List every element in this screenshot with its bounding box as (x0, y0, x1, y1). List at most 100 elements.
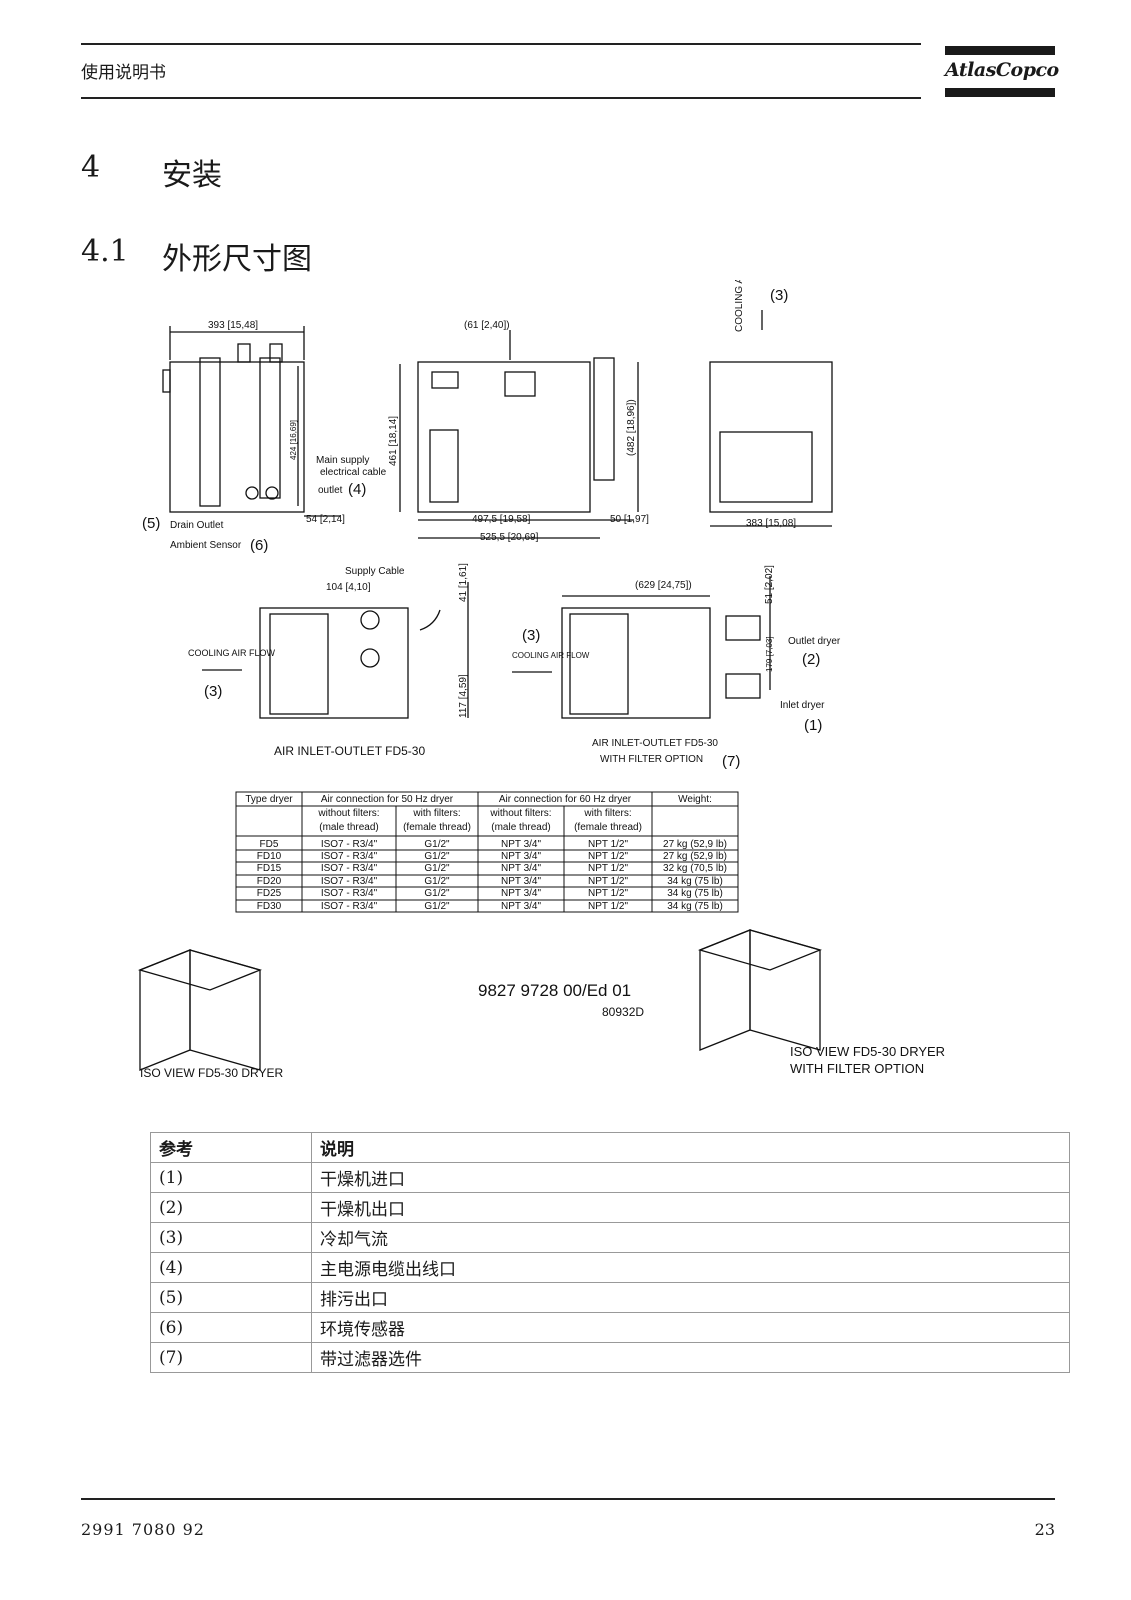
iso-right-side (699, 929, 751, 1051)
logo-top-bar (945, 46, 1055, 55)
header-title: 使用说明书 (81, 63, 166, 83)
side-logo-plate (431, 371, 459, 389)
table-row: (5)排污出口 (150, 1282, 1070, 1313)
spec-table-cell: NPT 3/4" (501, 863, 541, 874)
legend-desc: 带过滤器选件 (311, 1342, 1070, 1373)
inlet-dryer-label: Inlet dryer (780, 700, 825, 711)
iso-view-filter-label-1: ISO VIEW FD5-30 DRYER (790, 1044, 945, 1059)
dim-5255: 525,5 [20,69] (480, 532, 539, 543)
spec-header-cell: Air connection for 50 Hz dryer (321, 794, 454, 805)
ambient-sensor-label: Ambient Sensor (170, 540, 242, 551)
front-connector-2 (269, 343, 283, 363)
dim-482: (482 [18,96]) (626, 399, 637, 456)
dim-104: 104 [4,10] (326, 582, 371, 593)
legend-desc: 环境传感器 (311, 1312, 1070, 1343)
air-inlet-outlet-filter-1: AIR INLET-OUTLET FD5-30 (592, 738, 718, 749)
front-view-body (169, 361, 305, 513)
spec-subheader-cell: (female thread) (574, 822, 642, 833)
legend-desc: 干燥机进口 (311, 1162, 1070, 1193)
drain-outlet-label: Drain Outlet (170, 520, 224, 531)
iso-view-filter-label-2: WITH FILTER OPTION (790, 1061, 924, 1076)
legend-ref: (3) (150, 1222, 312, 1253)
legend-ref: (4) (150, 1252, 312, 1283)
footer-page-number: 23 (1034, 1520, 1055, 1539)
dim-50: 50 [1,97] (610, 514, 649, 525)
dim-54: 54 [2,14] (306, 514, 345, 525)
spec-table-cell: 27 kg (52,9 lb) (663, 839, 727, 850)
top-port-1 (360, 610, 380, 630)
spec-subheader-cell: with filters: (583, 808, 631, 819)
legend-desc: 冷却气流 (311, 1222, 1070, 1253)
outlet-label: outlet (318, 485, 343, 496)
spec-table-cell: 32 kg (70,5 lb) (663, 863, 727, 874)
inlet-dryer-port (725, 673, 761, 699)
ref3-left: (3) (204, 683, 222, 700)
legend-table: 参考 说明 (1)干燥机进口 (2)干燥机出口 (3)冷却气流 (4)主电源电缆… (150, 1132, 1070, 1373)
spec-table-cell: FD20 (257, 876, 282, 887)
dim-179: 179 [7,03] (765, 636, 774, 672)
ref5-label: (5) (142, 515, 160, 532)
spec-table-cell: 34 kg (75 lb) (667, 888, 723, 899)
spec-table-cell: ISO7 - R3/4" (321, 863, 378, 874)
section-title: 安装 (162, 158, 222, 193)
header-top-rule (81, 43, 921, 45)
legend-ref: (5) (150, 1282, 312, 1313)
ambient-sensor-port (265, 486, 279, 500)
iso-right-top (697, 929, 823, 971)
logo-bottom-bar (945, 88, 1055, 97)
spec-table-cell: 34 kg (75 lb) (667, 901, 723, 912)
side-view-panel (504, 371, 536, 397)
iso-left-side (139, 949, 191, 1071)
ref4-label: (4) (348, 481, 366, 498)
top-view-grille (269, 613, 329, 715)
iso-view-label: ISO VIEW FD5-30 DRYER (140, 1066, 283, 1080)
legend-ref: (1) (150, 1162, 312, 1193)
spec-table-cell: FD5 (260, 839, 279, 850)
side-filter (593, 357, 615, 481)
dimension-drawing-svg: COOLING AIR FLOW (3) 393 [15,48] (61 [2,… (137, 280, 945, 1080)
legend-ref: (6) (150, 1312, 312, 1343)
spec-table-cell: NPT 3/4" (501, 901, 541, 912)
ref2-label: (2) (802, 651, 820, 668)
rear-view-body (709, 361, 833, 513)
dim-383: 383 [15,08] (746, 518, 796, 529)
dim-41: 41 [1,61] (458, 563, 469, 602)
legend-desc: 主电源电缆出线口 (311, 1252, 1070, 1283)
ref6-label: (6) (250, 537, 268, 554)
spec-table-cell: NPT 3/4" (501, 839, 541, 850)
doc-number-label: 9827 9728 00/Ed 01 (478, 981, 631, 1000)
logo-text: AtlasCopco (945, 59, 1059, 81)
header-bottom-rule (81, 97, 921, 99)
top-port-2 (360, 648, 380, 668)
table-row: (6)环境传感器 (150, 1312, 1070, 1343)
spec-table-cell: 34 kg (75 lb) (667, 876, 723, 887)
spec-table-cell: 27 kg (52,9 lb) (663, 851, 727, 862)
dim-4975: 497,5 [19,58] (472, 514, 531, 525)
subsection-number: 4.1 (81, 234, 129, 269)
spec-table-cell: G1/2" (424, 851, 450, 862)
outlet-dryer-label: Outlet dryer (788, 636, 841, 647)
spec-subheader-cell: without filters: (317, 808, 379, 819)
dim-461: 461 [18,14] (388, 416, 399, 466)
spec-table-cell: ISO7 - R3/4" (321, 839, 378, 850)
spec-table-cell: ISO7 - R3/4" (321, 876, 378, 887)
subsection-title: 外形尺寸图 (162, 242, 312, 277)
spec-subheader-cell: (female thread) (403, 822, 471, 833)
spec-subheader-cell: (male thread) (491, 822, 550, 833)
spec-table-cell: G1/2" (424, 863, 450, 874)
drain-outlet-port (245, 486, 259, 500)
table-row: (7)带过滤器选件 (150, 1342, 1070, 1373)
spec-table-cell: G1/2" (424, 876, 450, 887)
legend-ref: (2) (150, 1192, 312, 1223)
spec-table-cell: G1/2" (424, 901, 450, 912)
ref1-label: (1) (804, 717, 822, 734)
iso-left-front (189, 949, 261, 1071)
legend-header-row: 参考 说明 (150, 1132, 1070, 1163)
filter-1 (199, 357, 221, 507)
spec-table-cell: FD30 (257, 901, 282, 912)
air-inlet-outlet-label: AIR INLET-OUTLET FD5-30 (274, 744, 425, 758)
spec-table-cell: FD10 (257, 851, 282, 862)
doc-code-label: 80932D (602, 1005, 644, 1019)
legend-ref: (7) (150, 1342, 312, 1373)
dim-629: (629 [24,75]) (635, 580, 692, 591)
